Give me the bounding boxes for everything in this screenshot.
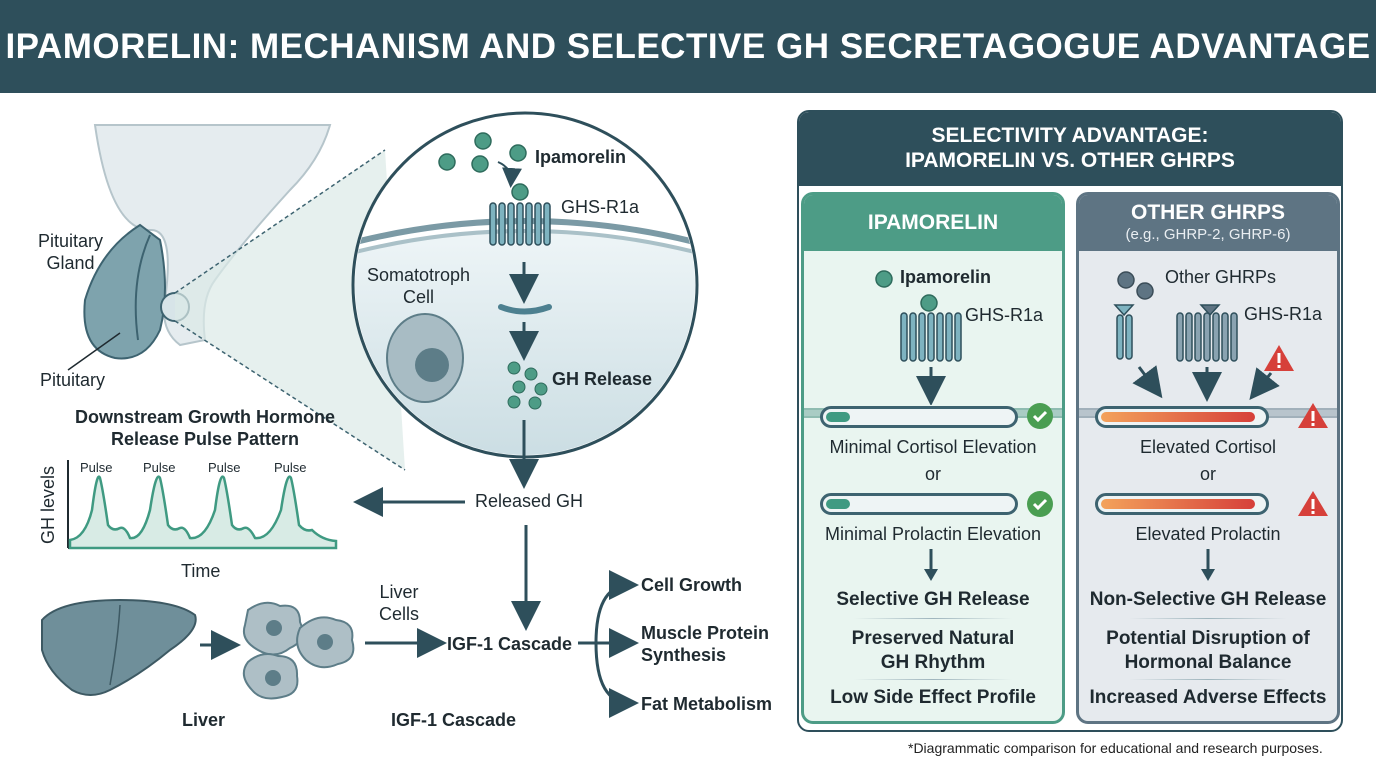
pituitary-gland: [83, 223, 166, 360]
down-arrow-icon: [1201, 549, 1215, 581]
outcome-preserved-rhythm: Preserved Natural GH Rhythm: [851, 628, 1015, 673]
igf-cascade-label: IGF-1 Cascade: [447, 634, 573, 654]
prolactin-bar-b: [1095, 493, 1269, 515]
y-axis-label: GH levels: [38, 465, 58, 545]
liver-label: Liver: [182, 710, 226, 730]
outcome-disruption: Potential Disruption of Hormonal Balance: [1106, 628, 1310, 673]
prolactin-fill-a: [826, 499, 850, 509]
check-icon: [1027, 491, 1053, 517]
outcome-fat-metabolism: Fat Metabolism: [641, 694, 773, 714]
ipamorelin-receptor-diagram: [875, 270, 962, 405]
ipamorelin-column: IPAMORELIN Ipamorelin GHS-R1a Minimal Co…: [801, 192, 1065, 724]
pulse-label-2: Pulse: [143, 460, 176, 475]
title-bar: IPAMORELIN: MECHANISM AND SELECTIVE GH S…: [0, 0, 1376, 93]
outcome-muscle-protein: Muscle Protein Synthesis: [641, 623, 770, 665]
receptor-label: GHS-R1a: [561, 197, 640, 217]
pulse-label-1: Pulse: [80, 460, 113, 475]
outcome-low-side-effect: Low Side Effect Profile: [830, 687, 1036, 708]
ipamorelin-ligand-label: Ipamorelin: [900, 267, 992, 287]
ipamorelin-label: Ipamorelin: [535, 147, 627, 167]
ipamorelin-header: IPAMORELIN: [804, 195, 1062, 251]
pulse-chart-title: Downstream Growth Hormone Release Pulse …: [75, 407, 336, 449]
igf-cascade-bottom-label: IGF-1 Cascade: [391, 710, 517, 730]
pulse-chart: [67, 460, 338, 550]
prolactin-label-b: Elevated Prolactin: [1135, 524, 1281, 544]
cortisol-label-b: Elevated Cortisol: [1139, 437, 1277, 457]
cortisol-fill-b: [1101, 412, 1255, 422]
gh-pulse-curve: [68, 475, 338, 550]
liver-cells: [242, 601, 355, 700]
other-ghrps-title: OTHER GHRPS: [1130, 201, 1285, 224]
or-label-a1: or: [924, 464, 941, 484]
pulse-label-4: Pulse: [274, 460, 307, 475]
gh-release-label: GH Release: [552, 369, 653, 389]
divider: [1129, 679, 1287, 680]
gh-granules: [507, 361, 548, 410]
down-arrow-icon: [924, 549, 938, 581]
prolactin-fill-b: [1101, 499, 1255, 509]
divider: [1129, 618, 1287, 619]
pulse-label-3: Pulse: [208, 460, 241, 475]
ghs-r1a-receptor: [489, 202, 551, 246]
outcome-adverse-effects: Increased Adverse Effects: [1089, 687, 1327, 708]
cortisol-bar-b: [1095, 406, 1269, 428]
cortisol-label-a: Minimal Cortisol Elevation: [829, 437, 1037, 457]
other-ghrps-header: OTHER GHRPS (e.g., GHRP-2, GHRP-6): [1079, 195, 1337, 251]
other-ghrps-column: OTHER GHRPS (e.g., GHRP-2, GHRP-6): [1076, 192, 1340, 724]
check-icon: [1027, 403, 1053, 429]
warning-icon: [1298, 491, 1328, 516]
other-ligand-label: Other GHRPs: [1165, 267, 1277, 287]
ipamorelin-receptor-label: GHS-R1a: [965, 305, 1044, 325]
page-title: IPAMORELIN: MECHANISM AND SELECTIVE GH S…: [5, 26, 1371, 66]
or-label-b1: or: [1199, 464, 1216, 484]
outcome-non-selective-gh: Non-Selective GH Release: [1089, 589, 1327, 610]
mechanism-diagram: [41, 111, 699, 718]
outcome-selective-gh: Selective GH Release: [836, 589, 1030, 610]
liver-cells-label: Liver Cells: [379, 582, 420, 624]
outcome-cell-growth: Cell Growth: [641, 575, 743, 595]
pituitary-gland-label: Pituitary Gland: [38, 231, 104, 273]
somatotroph-label: Somatotroph Cell: [367, 265, 471, 307]
divider: [854, 618, 1012, 619]
pituitary-label: Pituitary: [40, 370, 106, 390]
warning-icon: [1264, 345, 1294, 371]
other-ghrps-subtitle: (e.g., GHRP-2, GHRP-6): [1125, 226, 1291, 243]
divider: [854, 679, 1012, 680]
ipamorelin-molecules: [438, 132, 529, 201]
other-receptor-diagram: [1113, 271, 1294, 402]
prolactin-label-a: Minimal Prolactin Elevation: [824, 524, 1042, 544]
panel-heading: SELECTIVITY ADVANTAGE: IPAMORELIN VS. OT…: [799, 112, 1341, 186]
liver-illustration: [41, 598, 197, 696]
warning-icon: [1298, 403, 1328, 428]
released-gh-label: Released GH: [475, 491, 584, 511]
x-axis-label: Time: [181, 561, 221, 581]
selectivity-panel: SELECTIVITY ADVANTAGE: IPAMORELIN VS. OT…: [797, 110, 1343, 732]
footnote: *Diagrammatic comparison for educational…: [908, 740, 1323, 756]
other-receptor-label: GHS-R1a: [1244, 304, 1323, 324]
cortisol-bar-a: [820, 406, 1018, 428]
cortisol-fill-a: [826, 412, 850, 422]
prolactin-bar-a: [820, 493, 1018, 515]
